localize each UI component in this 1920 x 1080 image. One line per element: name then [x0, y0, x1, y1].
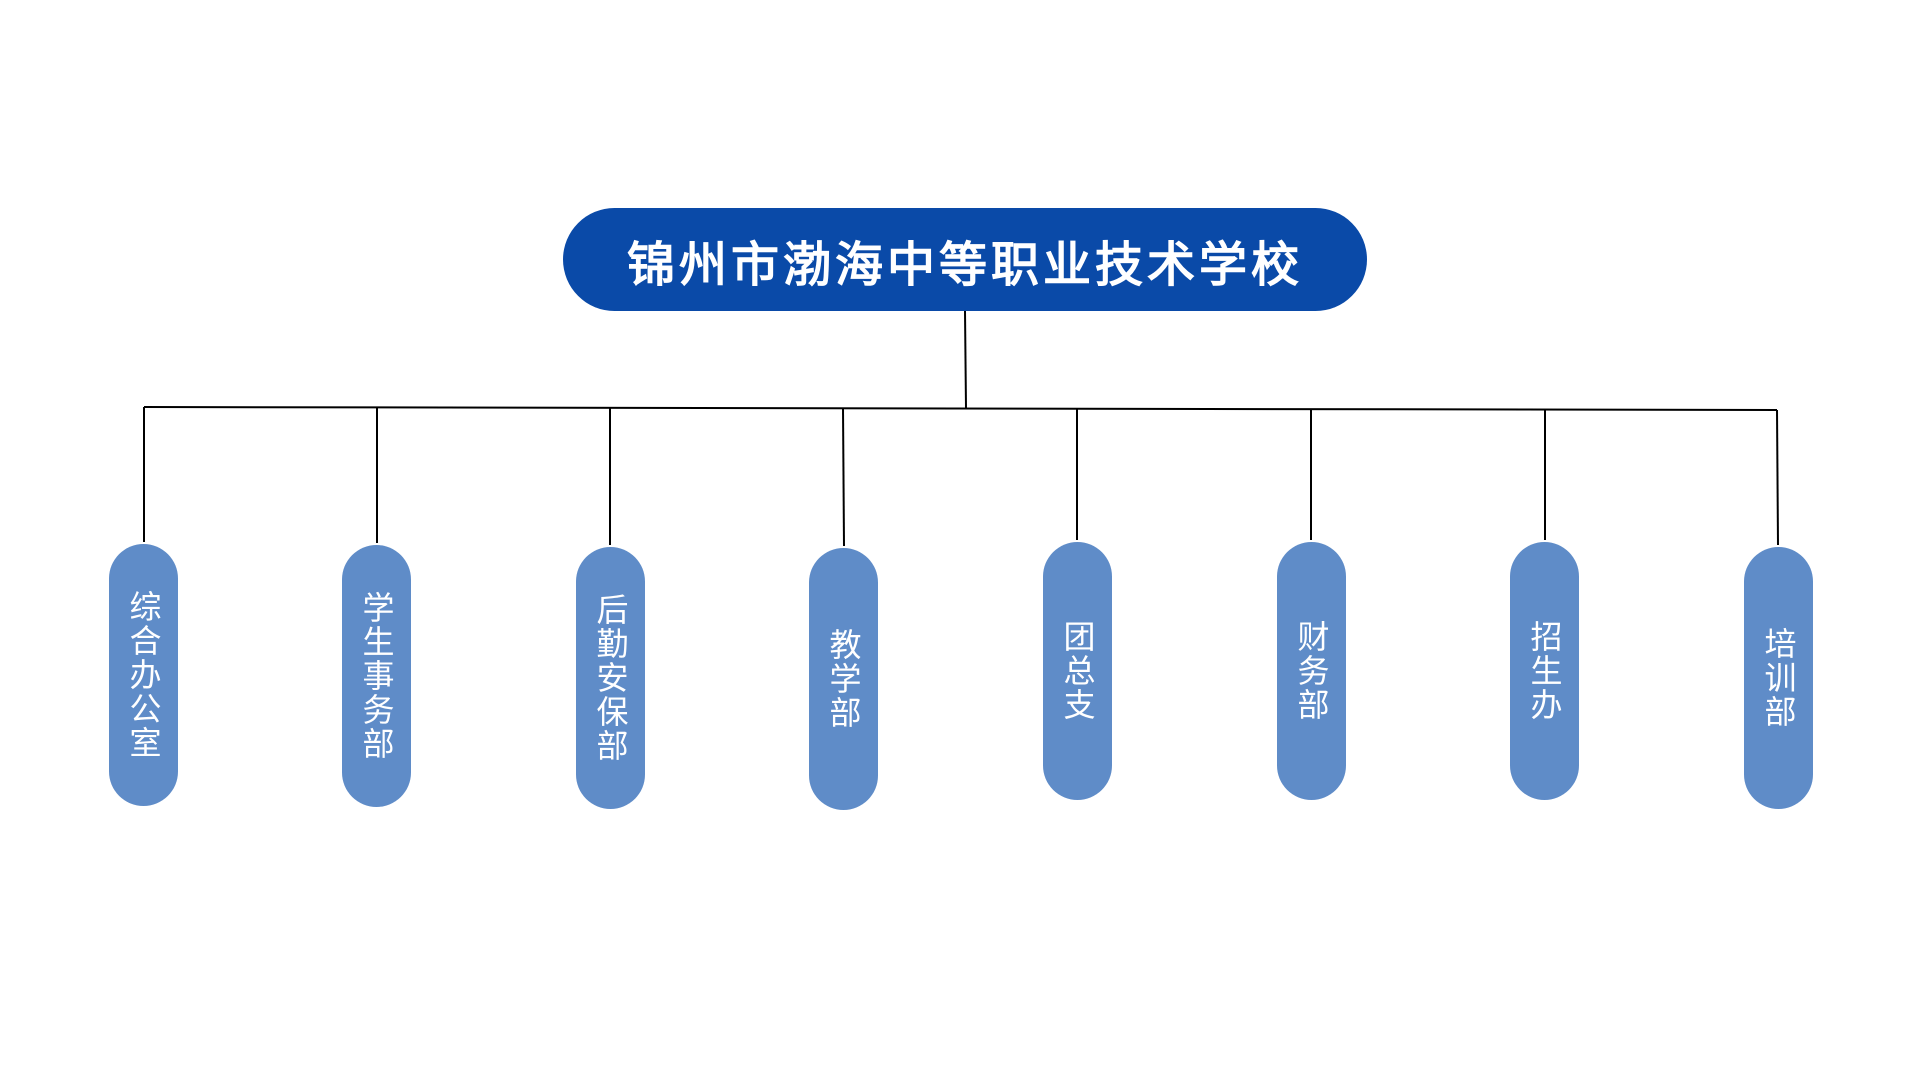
child-node-label: 教学部 — [824, 628, 863, 730]
child-node-label: 财务部 — [1292, 620, 1331, 722]
child-node-training: 培训部 — [1744, 547, 1813, 809]
branch-line-4 — [842, 407, 845, 547]
child-node-teaching: 教学部 — [809, 548, 878, 810]
root-node-school: 锦州市渤海中等职业技术学校 — [563, 208, 1367, 311]
child-node-label: 培训部 — [1759, 627, 1798, 729]
child-node-label: 招生办 — [1525, 620, 1564, 722]
child-node-general-office: 综合办公室 — [109, 544, 178, 806]
horizontal-bus-line — [143, 406, 1778, 411]
child-node-finance: 财务部 — [1277, 542, 1346, 800]
root-stem-line — [964, 310, 967, 409]
child-node-label: 后勤安保部 — [591, 593, 630, 763]
child-node-logistics-security: 后勤安保部 — [576, 547, 645, 809]
child-node-admissions: 招生办 — [1510, 542, 1579, 800]
child-node-youth-league: 团总支 — [1043, 542, 1112, 800]
child-node-label: 团总支 — [1058, 620, 1097, 722]
root-node-label: 锦州市渤海中等职业技术学校 — [626, 236, 1303, 293]
branch-line-8 — [1776, 409, 1779, 546]
child-node-student-affairs: 学生事务部 — [342, 545, 411, 807]
child-node-label: 综合办公室 — [124, 590, 163, 760]
child-node-label: 学生事务部 — [357, 591, 396, 761]
